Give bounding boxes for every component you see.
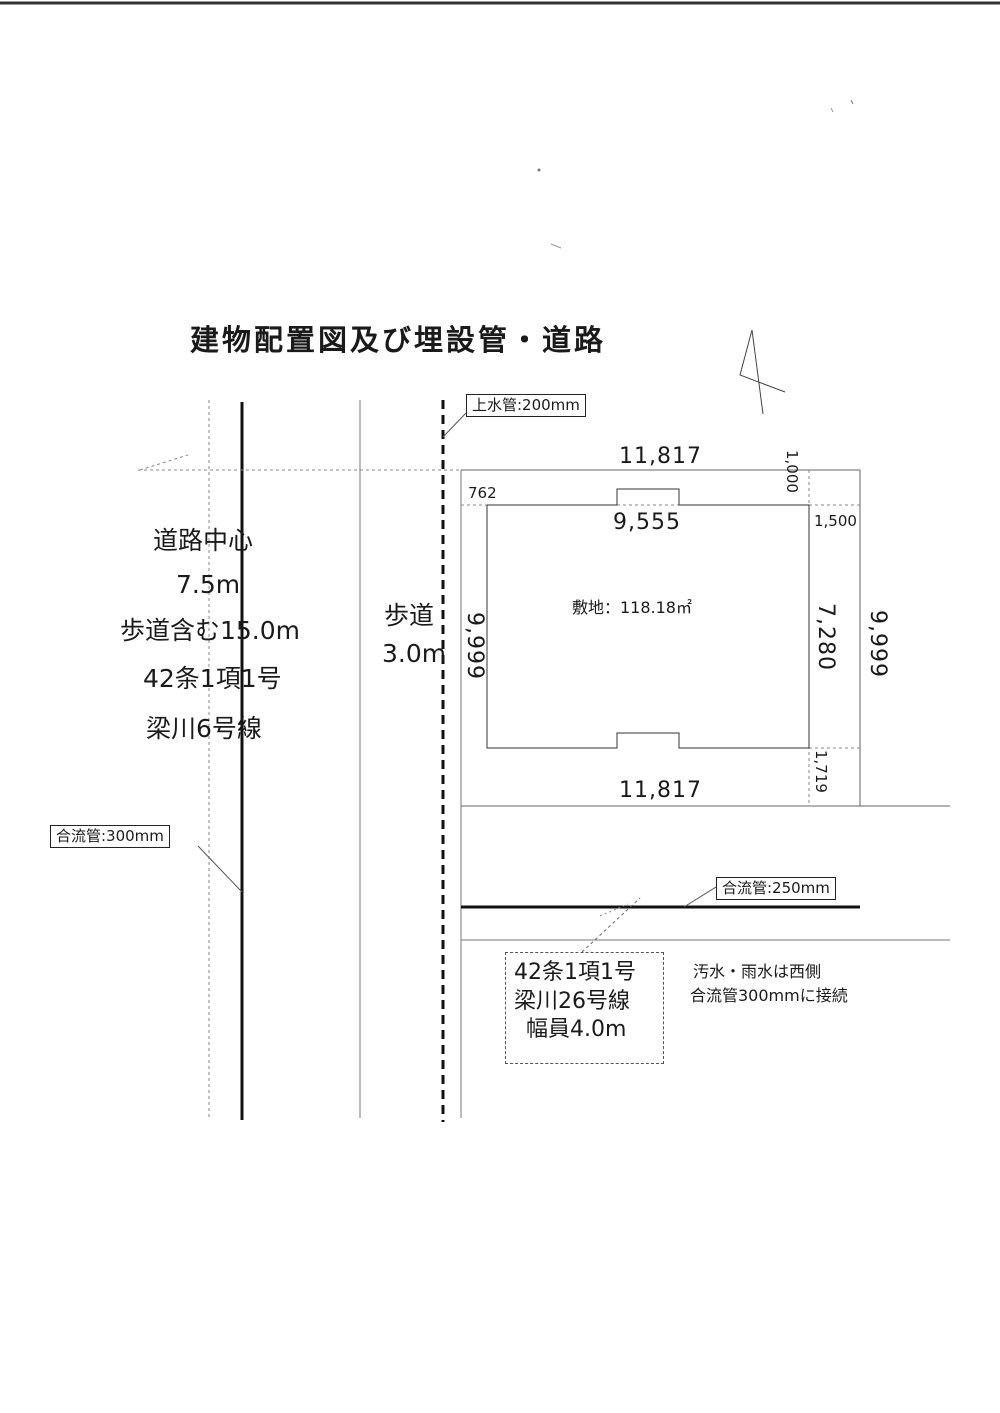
main-road-label-line-5: 梁川6号線 <box>146 714 262 743</box>
dimension-inner-width: 9,555 <box>613 510 681 535</box>
drainage-note-line-1: 汚水・雨水は西側 <box>693 962 822 981</box>
side-road-label-line-3: 幅員4.0m <box>526 1017 627 1043</box>
combined-pipe-250-label: 合流管:250mm <box>716 877 836 900</box>
dimension-bottom-width: 11,817 <box>619 778 702 803</box>
drainage-note-line-2: 合流管300mmに接続 <box>690 986 848 1005</box>
boundary-leader <box>139 454 189 471</box>
main-road-label-line-1: 道路中心 <box>153 526 254 555</box>
site-area-label: 敷地：118.18㎡ <box>572 598 692 617</box>
water-pipe-label: 上水管:200mm <box>466 394 586 417</box>
sidewalk-label-line-2: 3.0m <box>382 639 447 668</box>
sidewalk-label-line-1: 歩道 <box>384 601 435 630</box>
dimension-right-depth: 9,999 <box>865 610 890 678</box>
scan-speck <box>830 107 834 113</box>
dimension-left-setback: 762 <box>468 484 497 502</box>
combined-pipe-250-leader <box>683 886 717 908</box>
scan-speck <box>537 168 541 172</box>
side-road-leader <box>581 897 641 953</box>
dimension-bottom-setback: 1,719 <box>812 750 830 793</box>
page-title: 建物配置図及び埋設管・道路 <box>190 323 607 357</box>
side-road-leader-tick <box>599 903 629 917</box>
scan-speck <box>550 243 562 249</box>
dimension-top-width: 11,817 <box>619 444 702 469</box>
side-road-label-box: 42条1項1号 梁川26号線 幅員4.0m <box>505 952 664 1064</box>
main-road-label-line-2: 7.5m <box>176 570 241 599</box>
combined-pipe-300-leader <box>197 845 243 893</box>
water-pipe-leader <box>442 412 467 438</box>
scan-speck <box>850 99 854 105</box>
north-arrow-icon <box>739 329 786 393</box>
main-road-label-line-3: 歩道含む15.0m <box>120 616 301 645</box>
dimension-inner-depth: 7,280 <box>813 603 838 671</box>
dimension-top-setback: 1,000 <box>783 450 801 493</box>
side-road-label-line-2: 梁川26号線 <box>514 988 630 1014</box>
main-road-label-line-4: 42条1項1号 <box>143 664 282 693</box>
building-outline <box>486 488 810 749</box>
north-arrow-stem <box>751 329 764 415</box>
side-road-label-line-1: 42条1項1号 <box>514 960 636 985</box>
dimension-right-setback: 1,500 <box>814 512 857 530</box>
combined-pipe-300-label: 合流管:300mm <box>50 825 170 848</box>
dimension-left-depth: 9,999 <box>462 612 487 680</box>
